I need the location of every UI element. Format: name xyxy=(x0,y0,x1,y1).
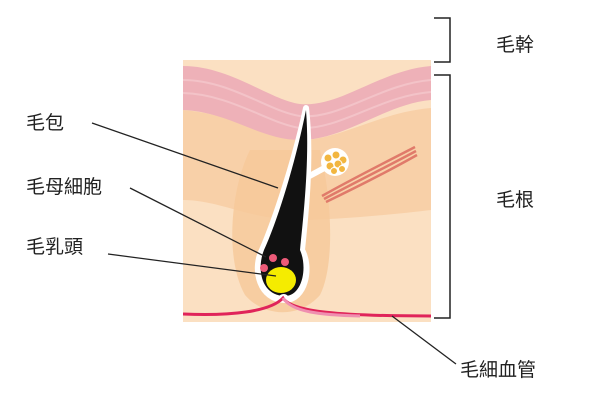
label-hair-root: 毛根 xyxy=(496,189,535,211)
dermal-papilla xyxy=(266,267,296,293)
capillary-pink xyxy=(281,297,361,318)
matrix-cell xyxy=(269,254,277,262)
label-capillaries: 毛細血管 xyxy=(460,359,537,381)
matrix-cell xyxy=(260,264,268,272)
hair-shaft-bracket xyxy=(434,17,451,63)
label-hair-follicle: 毛包 xyxy=(26,112,65,134)
leader-papilla xyxy=(107,253,277,277)
leader-follicle xyxy=(91,122,279,189)
epidermis xyxy=(183,66,431,140)
muscle xyxy=(321,145,418,204)
sebaceous-gland xyxy=(323,150,348,175)
leader-matrix xyxy=(129,187,267,258)
hair xyxy=(260,110,308,296)
leader-capillary xyxy=(391,315,457,365)
label-hair-shaft: 毛幹 xyxy=(496,34,535,56)
label-hair-matrix-cells: 毛母細胞 xyxy=(26,176,103,198)
hair-root-bracket xyxy=(434,74,451,319)
matrix-cell xyxy=(281,258,289,266)
label-dermal-papilla: 毛乳頭 xyxy=(26,236,84,258)
